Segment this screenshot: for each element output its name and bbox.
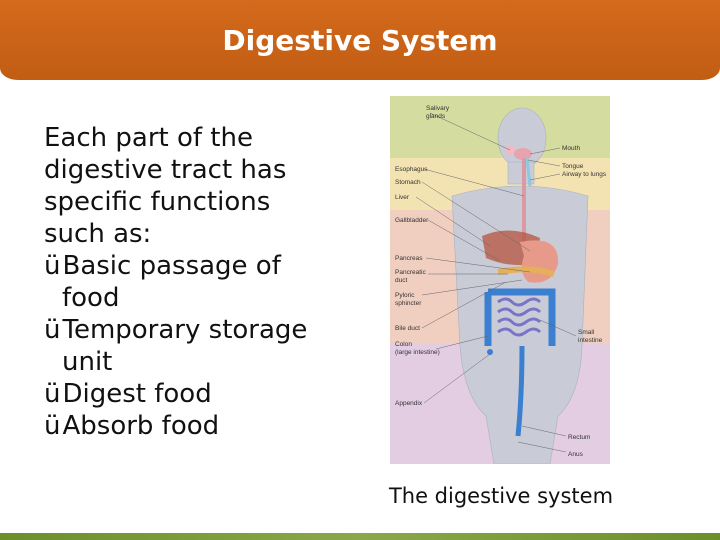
figure-caption: The digestive system — [388, 484, 614, 508]
label-bile-duct: Bile duct — [395, 325, 420, 332]
slide-title: Digestive System — [222, 24, 498, 57]
bullet-text: Absorb food — [62, 411, 220, 441]
intro-line: such as: — [44, 219, 152, 249]
label-colon: Colon — [395, 341, 412, 348]
pancreas-shape — [497, 266, 555, 277]
check-icon: ü — [44, 379, 61, 409]
rectum-shape — [515, 345, 525, 437]
bullet-text: Basic passage of — [62, 251, 281, 281]
label-rectum: Rectum — [568, 434, 590, 441]
label-tongue: Tongue — [562, 163, 584, 170]
bullet-text: Digest food — [62, 379, 212, 409]
label-pancreatic-duct-2: duct — [395, 277, 407, 284]
bullet-text-cont: unit — [62, 347, 113, 377]
bullet-text: Temporary storage — [62, 315, 308, 345]
body-text: Each part of the digestive tract has spe… — [44, 122, 364, 442]
title-banner: Digestive System — [0, 0, 720, 80]
intro-line: specific functions — [44, 187, 271, 217]
label-pyloric-2: sphincter — [395, 300, 422, 307]
label-airway: Airway to lungs — [562, 171, 607, 178]
label-pancreatic-duct: Pancreatic — [395, 269, 426, 276]
check-icon: ü — [44, 411, 61, 441]
bullet-item: üTemporary storage unit — [44, 314, 364, 378]
bullet-item: üAbsorb food — [44, 410, 364, 442]
small-intestine-shape — [497, 297, 542, 337]
label-mouth: Mouth — [562, 145, 580, 152]
mouth-shape — [514, 148, 532, 160]
label-stomach: Stomach — [395, 179, 421, 186]
label-small-intestine: Small — [578, 329, 595, 336]
intro-line: Each part of the — [44, 123, 253, 153]
appendix-shape — [487, 349, 493, 355]
label-esophagus: Esophagus — [395, 166, 428, 173]
label-appendix: Appendix — [395, 400, 423, 407]
check-icon: ü — [44, 315, 61, 345]
label-gallbladder: Gallbladder — [395, 217, 429, 224]
check-icon: ü — [44, 251, 61, 281]
label-liver: Liver — [395, 194, 410, 201]
label-small-intestine-2: intestine — [578, 337, 603, 344]
label-pyloric: Pyloric — [395, 292, 415, 299]
bullet-item: üBasic passage of food — [44, 250, 364, 314]
leader-lines — [415, 112, 577, 453]
bullet-item: üDigest food — [44, 378, 364, 410]
label-pancreas: Pancreas — [395, 255, 423, 262]
label-salivary-2: glands — [426, 113, 446, 120]
digestive-illustration: Salivary glands Mouth Tongue Airway to l… — [390, 96, 610, 464]
label-salivary: Salivary — [426, 105, 450, 112]
label-colon-2: (large intestine) — [395, 349, 440, 356]
digestive-system-figure: Salivary glands Mouth Tongue Airway to l… — [390, 96, 610, 464]
airway-shape — [525, 157, 532, 187]
label-anus: Anus — [568, 451, 584, 458]
colon-shape — [484, 288, 556, 346]
bullet-text-cont: food — [62, 283, 120, 313]
intro-line: digestive tract has — [44, 155, 287, 185]
bottom-bar — [0, 533, 720, 540]
